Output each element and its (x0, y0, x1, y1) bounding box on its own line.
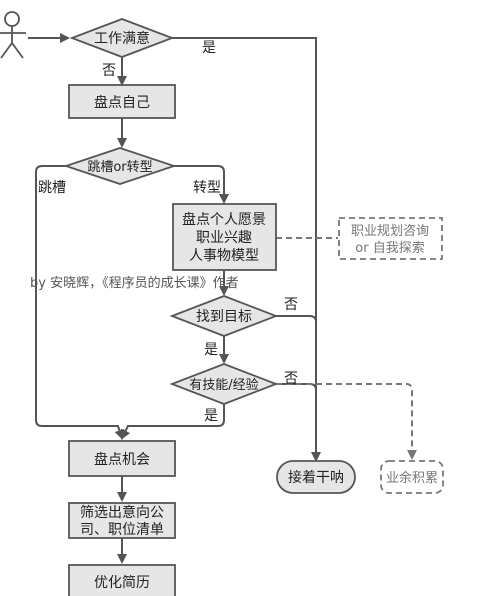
label-switch: 转型 (193, 180, 221, 196)
node-found-goal-label: 找到目标 (196, 309, 252, 325)
node-review-self-label: 盘点自己 (94, 94, 150, 111)
node-optimize-resume-label: 优化简历 (94, 574, 150, 591)
node-career-consult-line1: 职业规划咨询 (351, 224, 429, 239)
node-filter-company-line1: 筛选出意向公 (80, 504, 164, 521)
node-review-vision-line2: 职业兴趣 (196, 230, 252, 246)
node-filter-company-line2: 司、职位清单 (80, 522, 164, 538)
node-review-opportunity-label: 盘点机会 (94, 451, 150, 468)
node-jump-or-switch-label: 跳槽or转型 (87, 160, 152, 175)
node-review-vision-line3: 人事物模型 (189, 248, 259, 264)
label-no-found-goal: 否 (284, 297, 298, 313)
node-has-skill-label: 有技能/经验 (189, 377, 258, 393)
node-work-satisfied: 工作满意 (69, 18, 175, 58)
node-optimize-resume: 优化简历 (68, 564, 176, 596)
node-review-opportunity: 盘点机会 (68, 440, 176, 477)
node-accumulate: 业余积累 (380, 460, 444, 494)
credit-text: by 安晓辉，《程序员的成长课》作者 (30, 275, 239, 291)
node-career-consult: 职业规划咨询 or 自我探索 (338, 217, 443, 260)
node-has-skill: 有技能/经验 (169, 363, 279, 405)
label-yes-top: 是 (202, 40, 216, 56)
label-no-has-skill: 否 (284, 371, 298, 387)
edge-switch (174, 165, 229, 204)
edge-goal-no (276, 315, 317, 323)
node-keep-working-label: 接着干呐 (288, 469, 344, 486)
label-no-satisfied: 否 (102, 63, 116, 79)
label-yes-has-skill: 是 (204, 408, 218, 424)
label-yes-found-goal: 是 (204, 342, 218, 358)
edge-skill-to-accumulate (276, 383, 417, 460)
node-review-vision: 盘点个人愿景 职业兴趣 人事物模型 (172, 203, 277, 271)
node-work-satisfied-label: 工作满意 (94, 30, 150, 47)
node-found-goal: 找到目标 (169, 295, 279, 337)
node-accumulate-label: 业余积累 (386, 470, 438, 486)
edge-jump (35, 165, 125, 440)
node-filter-company: 筛选出意向公 司、职位清单 (68, 502, 176, 539)
edge-skill-yes (121, 404, 225, 440)
node-review-self: 盘点自己 (68, 84, 176, 119)
node-career-consult-line2: or 自我探索 (355, 241, 424, 256)
label-jump: 跳槽 (38, 180, 66, 196)
node-jump-or-switch: 跳槽or转型 (63, 147, 177, 185)
actor-icon (0, 11, 26, 59)
node-keep-working: 接着干呐 (276, 460, 356, 494)
node-review-vision-line1: 盘点个人愿景 (182, 211, 266, 228)
